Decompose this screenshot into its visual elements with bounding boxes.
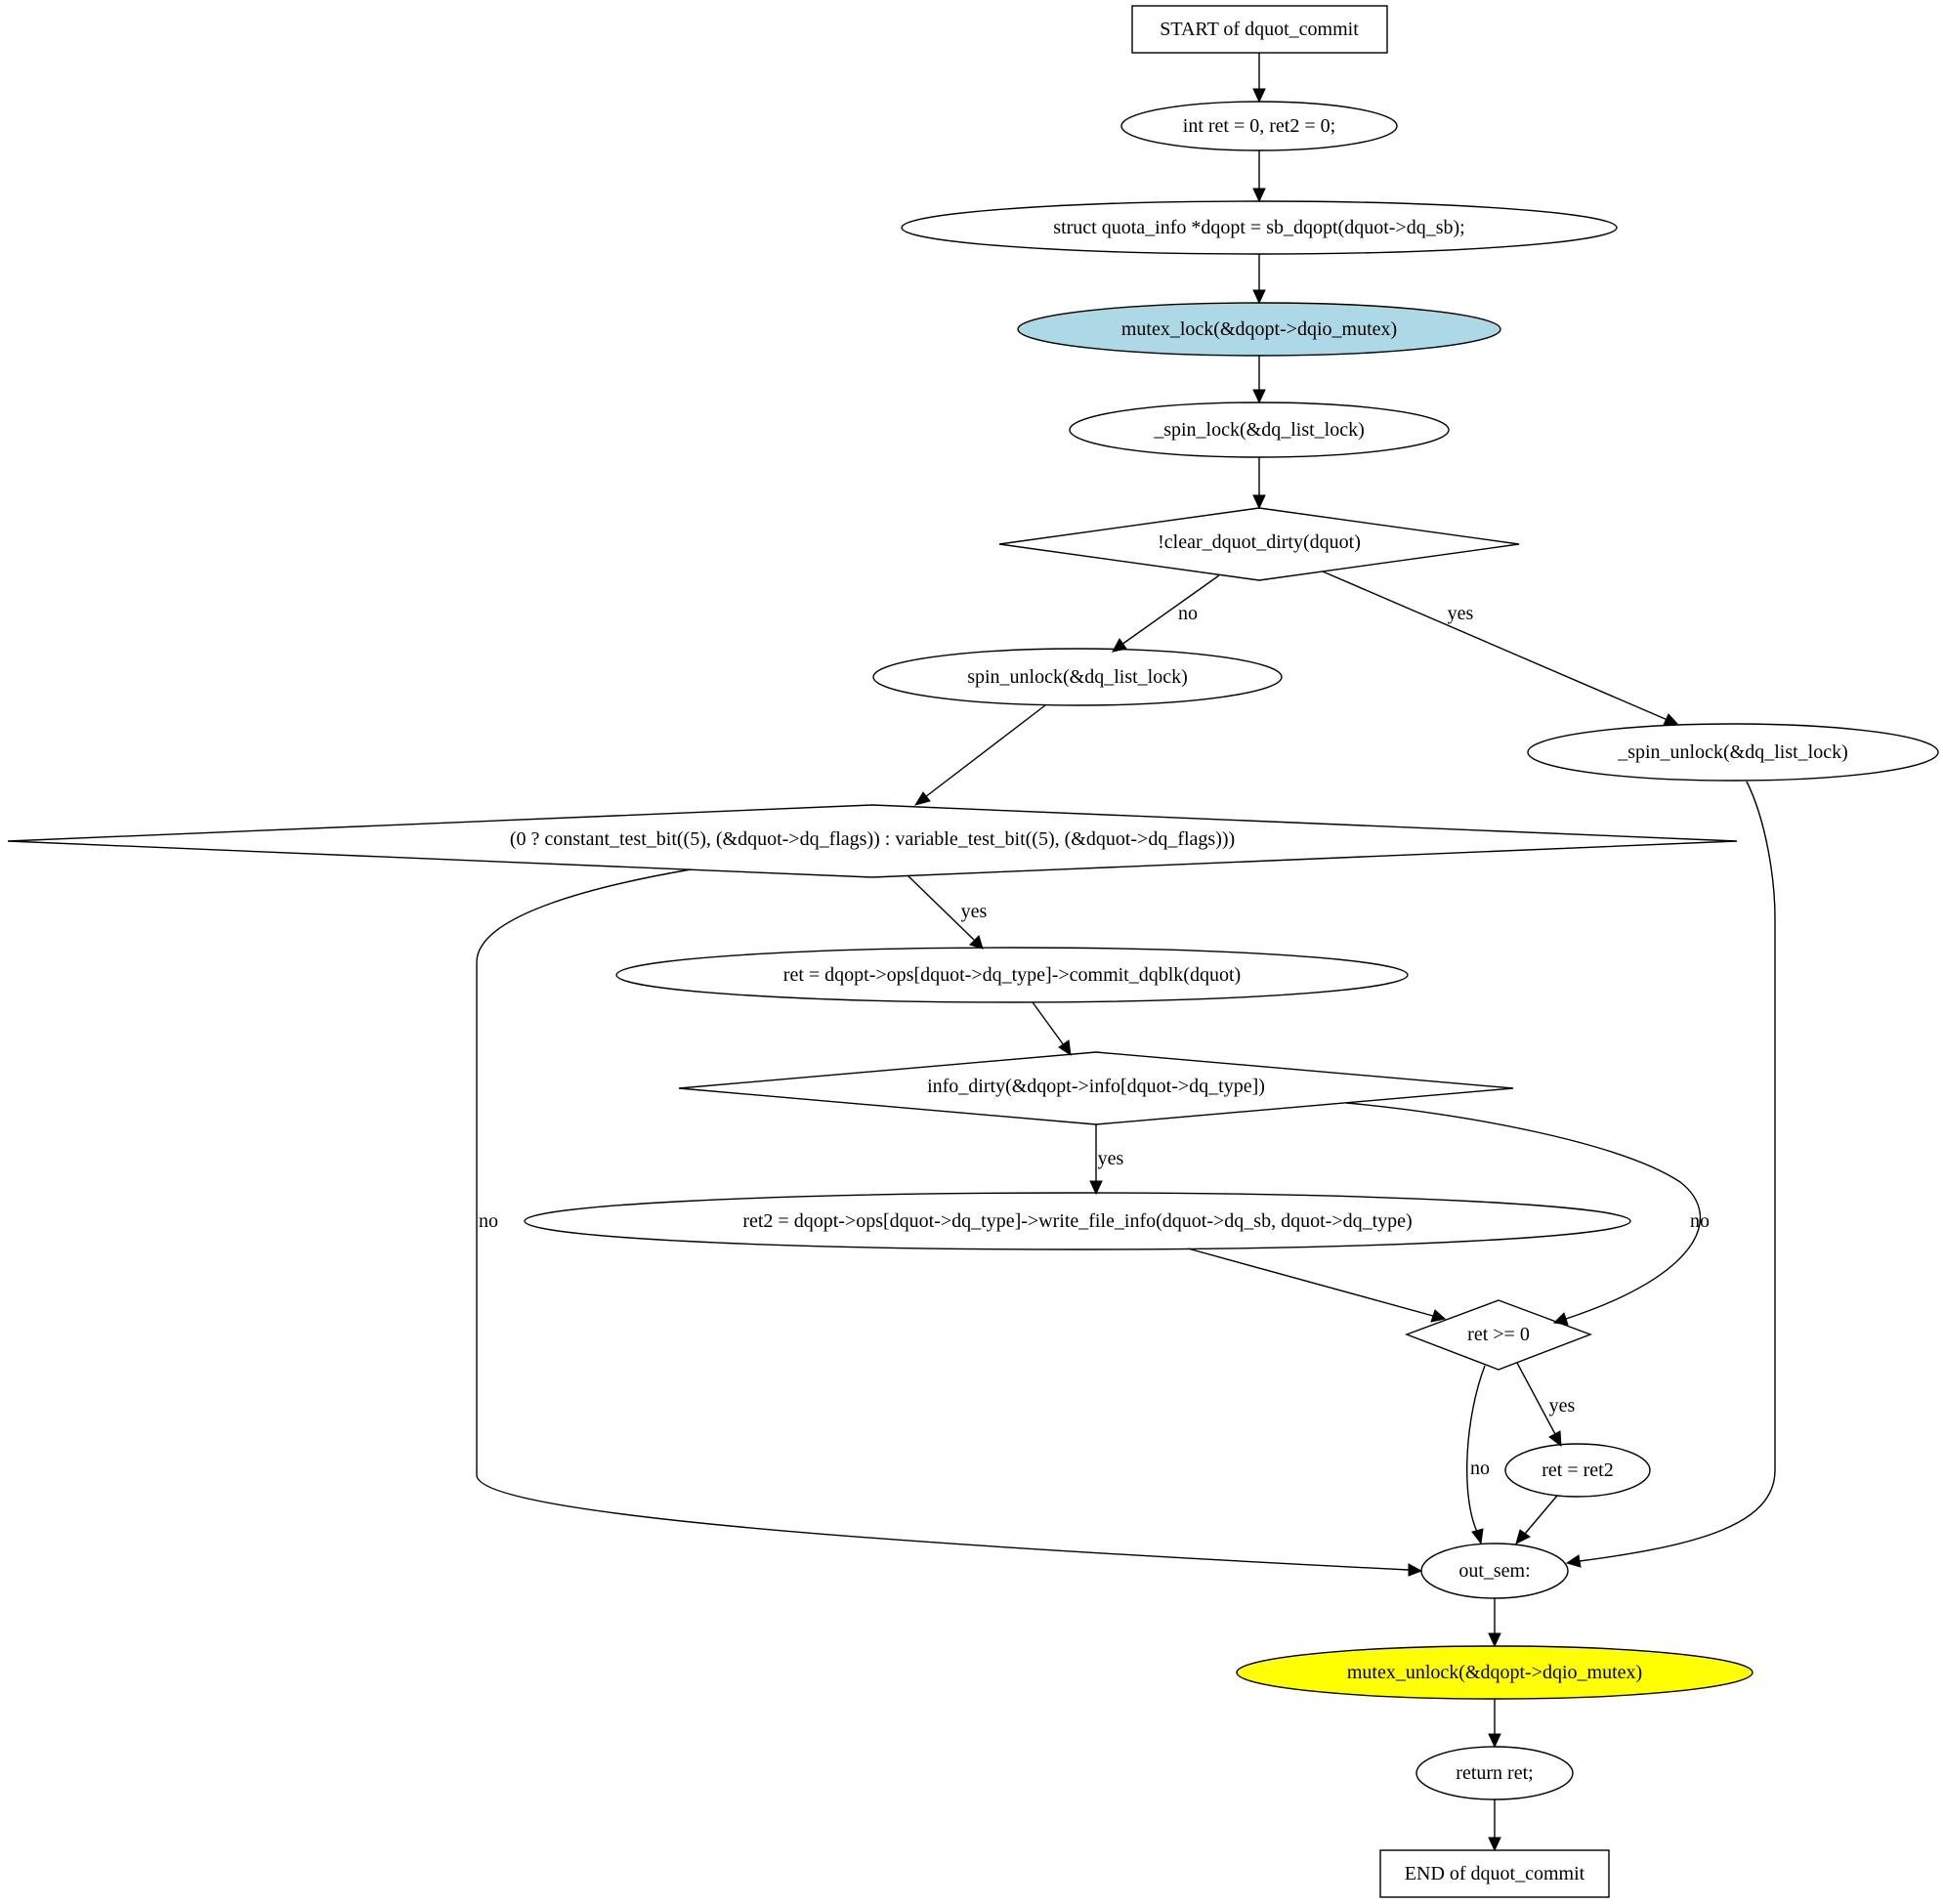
node-decl-ret-label: int ret = 0, ret2 = 0;: [1183, 115, 1335, 137]
arrowhead: [1488, 1632, 1501, 1648]
edge-clear-dirty-yes: [1322, 571, 1668, 721]
edge-ret-eq-ret2-to-out-sem: [1524, 1495, 1558, 1535]
edge-test-bit-no: [476, 868, 1410, 1571]
arrowhead: [1252, 289, 1266, 305]
arrowhead: [1565, 1554, 1582, 1568]
edge-clear-dirty-no: [1120, 574, 1220, 646]
node-spin-unlock-yes: _spin_unlock(&dq_list_lock): [1527, 723, 1939, 782]
arrowhead: [1252, 389, 1266, 404]
edge-label-ret-ge-0-no: no: [1470, 1458, 1490, 1479]
node-cond-info-dirty-label: info_dirty(&dqopt->info[dquot->dq_type]): [927, 1076, 1265, 1097]
edge-info-dirty-no: [1345, 1102, 1702, 1320]
node-cond-info-dirty: info_dirty(&dqopt->info[dquot->dq_type]): [678, 1051, 1514, 1125]
edge-write-file-info-to-cond-ret-ge-0: [1187, 1248, 1434, 1317]
node-cond-ret-ge-0: ret >= 0: [1405, 1299, 1592, 1371]
node-cond-test-bit-label: (0 ? constant_test_bit((5), (&dquot->dq_…: [510, 828, 1235, 850]
node-end-label: END of dquot_commit: [1405, 1863, 1585, 1884]
edge-label-info-dirty-yes: yes: [1098, 1148, 1124, 1169]
edge-test-bit-yes: [907, 874, 975, 941]
arrowhead: [1488, 1837, 1501, 1852]
node-ret-eq-ret2: ret = ret2: [1504, 1443, 1651, 1498]
node-mutex-lock-label: mutex_lock(&dqopt->dqio_mutex): [1121, 318, 1397, 340]
node-ret-eq-ret2-label: ret = ret2: [1542, 1460, 1613, 1481]
edge-label-test-bit-no: no: [479, 1210, 498, 1232]
node-spin-unlock-no-label: spin_unlock(&dq_list_lock): [967, 666, 1188, 688]
edge-spin-unlock-no-to-cond-test-bit: [924, 704, 1046, 798]
arrowhead: [1552, 1312, 1569, 1326]
arrowhead: [1488, 1733, 1501, 1749]
node-spin-unlock-no: spin_unlock(&dq_list_lock): [872, 648, 1283, 706]
node-cond-clear-dirty: !clear_dquot_dirty(dquot): [998, 507, 1520, 581]
node-spin-lock: _spin_lock(&dq_list_lock): [1069, 402, 1450, 458]
arrowhead: [1252, 188, 1266, 203]
arrowhead: [1548, 1430, 1562, 1448]
arrowhead: [1515, 1529, 1531, 1544]
node-spin-lock-label: _spin_lock(&dq_list_lock): [1153, 419, 1365, 441]
node-commit-dqblk: ret = dqopt->ops[dquot->dq_type]->commit…: [615, 947, 1409, 1003]
node-out-sem: out_sem:: [1420, 1543, 1569, 1599]
arrowhead: [1252, 88, 1266, 104]
node-start: START of dquot_commit: [1131, 5, 1388, 54]
node-mutex-lock: mutex_lock(&dqopt->dqio_mutex): [1017, 302, 1501, 357]
node-return-ret-label: return ret;: [1456, 1762, 1533, 1784]
arrowhead: [1663, 713, 1680, 726]
arrowhead: [1089, 1180, 1103, 1196]
arrowhead: [1408, 1563, 1423, 1577]
node-write-file-info-label: ret2 = dqopt->ops[dquot->dq_type]->write…: [742, 1210, 1412, 1232]
node-decl-ret: int ret = 0, ret2 = 0;: [1120, 101, 1398, 151]
arrowhead: [1471, 1528, 1484, 1545]
node-cond-test-bit: (0 ? constant_test_bit((5), (&dquot->dq_…: [7, 804, 1738, 878]
node-mutex-unlock-label: mutex_unlock(&dqopt->dqio_mutex): [1347, 1662, 1642, 1683]
node-decl-dqopt-label: struct quota_info *dqopt = sb_dqopt(dquo…: [1053, 217, 1464, 238]
edge-label-clear-dirty-no: no: [1178, 603, 1198, 624]
edge-label-info-dirty-no: no: [1690, 1210, 1710, 1232]
edge-label-ret-ge-0-yes: yes: [1549, 1395, 1576, 1417]
node-start-label: START of dquot_commit: [1160, 19, 1359, 40]
arrowhead: [1058, 1039, 1072, 1057]
node-decl-dqopt: struct quota_info *dqopt = sb_dqopt(dquo…: [901, 200, 1618, 255]
node-cond-clear-dirty-label: !clear_dquot_dirty(dquot): [1158, 531, 1361, 553]
node-out-sem-label: out_sem:: [1458, 1560, 1530, 1582]
node-cond-ret-ge-0-label: ret >= 0: [1467, 1324, 1530, 1345]
arrowhead: [1112, 638, 1127, 653]
node-write-file-info: ret2 = dqopt->ops[dquot->dq_type]->write…: [524, 1192, 1631, 1250]
arrowhead: [913, 791, 931, 806]
node-end: END of dquot_commit: [1379, 1849, 1610, 1898]
arrowhead: [1430, 1309, 1447, 1323]
edge-label-test-bit-yes: yes: [961, 901, 988, 922]
edge-commit-dqblk-to-cond-info-dirty: [1032, 1001, 1065, 1046]
node-return-ret: return ret;: [1415, 1746, 1574, 1800]
node-spin-unlock-yes-label: _spin_unlock(&dq_list_lock): [1617, 741, 1848, 763]
edge-label-clear-dirty-yes: yes: [1448, 603, 1474, 624]
arrowhead: [1252, 494, 1266, 510]
edge-ret-ge-0-no: [1466, 1365, 1486, 1533]
arrowhead: [969, 935, 984, 950]
node-commit-dqblk-label: ret = dqopt->ops[dquot->dq_type]->commit…: [783, 964, 1241, 986]
edge-spin-unlock-yes-to-out-sem: [1579, 781, 1776, 1562]
node-mutex-unlock: mutex_unlock(&dqopt->dqio_mutex): [1236, 1645, 1753, 1700]
edge-ret-ge-0-yes: [1516, 1362, 1556, 1435]
